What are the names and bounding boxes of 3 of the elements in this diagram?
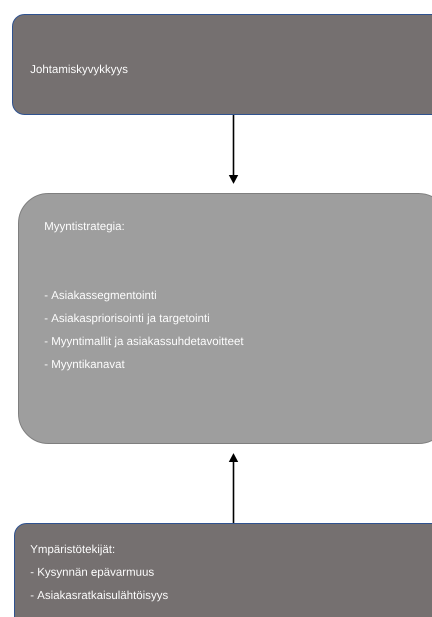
process-box: Johtamiskyvykkyys	[12, 14, 432, 115]
process-box: Ympäristötekijät: - Kysynnän epävarmuus - Asiakasratkaisulähtöisyys	[14, 523, 432, 617]
process-box: Myyntistrategia: - Asiakassegmentointi - Asiakaspriorisointi ja targetointi - Myyntimallit ja asiakassuhdetavoitteet - Myyntikanavat	[18, 193, 432, 444]
